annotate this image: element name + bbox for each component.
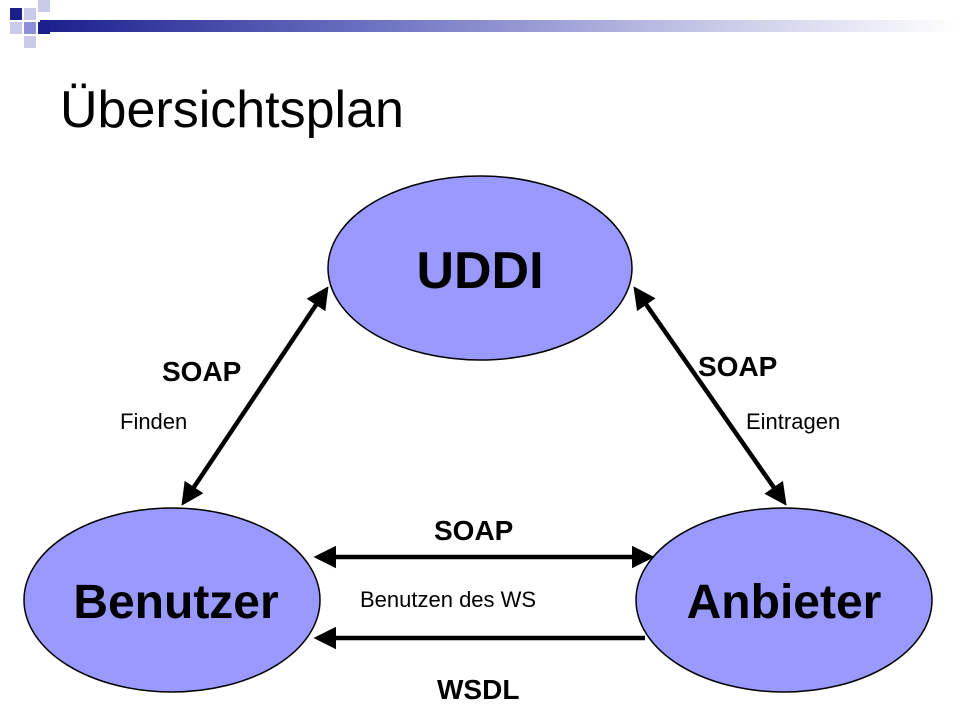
deco-square — [38, 22, 50, 34]
uddi-benutzer-protocol: SOAP — [162, 356, 241, 387]
benutzer-label: Benutzer — [73, 576, 278, 629]
uddi-anbieter-protocol: SOAP — [698, 351, 777, 382]
anbieter-node: Anbieter — [635, 507, 933, 693]
header-gradient-bar — [40, 20, 960, 32]
deco-square — [10, 8, 22, 20]
deco-square — [24, 8, 36, 20]
benutzer-anbieter-action: Benutzen des WS — [360, 587, 536, 612]
uddi-anbieter-action: Eintragen — [746, 409, 840, 434]
edge-uddi-benutzer — [181, 286, 329, 506]
benutzer-node: Benutzer — [23, 507, 321, 693]
anbieter-benutzer-protocol: WSDL — [437, 674, 519, 705]
slide-title: Übersichtsplan — [60, 81, 404, 139]
uddi-label: UDDI — [416, 242, 543, 300]
uddi-node: UDDI — [327, 175, 633, 361]
benutzer-anbieter-protocol: SOAP — [434, 515, 513, 546]
uddi-benutzer-action: Finden — [120, 409, 187, 434]
header-decoration — [10, 0, 960, 48]
deco-square — [24, 22, 36, 34]
deco-square — [24, 36, 36, 48]
anbieter-ellipse — [635, 507, 933, 693]
deco-square — [38, 0, 50, 12]
deco-square — [10, 22, 22, 34]
uddi-ellipse — [327, 175, 633, 361]
anbieter-label: Anbieter — [687, 576, 882, 629]
edge-uddi-anbieter — [633, 286, 787, 506]
benutzer-ellipse — [23, 507, 321, 693]
